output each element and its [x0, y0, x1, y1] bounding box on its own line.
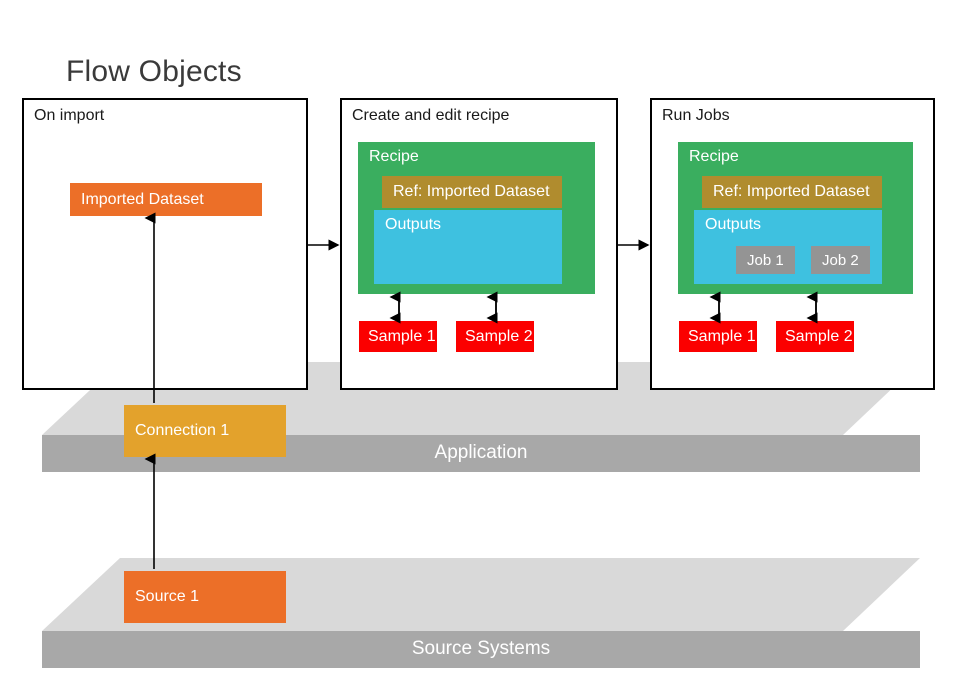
node-imported-dataset[interactable]: Imported Dataset [70, 183, 262, 216]
panel-title-on-import: On import [34, 107, 105, 124]
panel-run-jobs: Run Jobs Recipe Ref: Imported Dataset Ou… [650, 98, 935, 390]
outputs-label-p3: Outputs [705, 216, 762, 233]
node-recipe-p3[interactable]: Recipe Ref: Imported Dataset Outputs Job… [678, 142, 913, 294]
page-title: Flow Objects [66, 55, 242, 88]
node-connection-1[interactable]: Connection 1 [124, 405, 286, 457]
node-sample-2-p3[interactable]: Sample 2 [776, 321, 854, 352]
node-outputs-p3[interactable]: Outputs Job 1 Job 2 [694, 210, 882, 284]
recipe-label-p3: Recipe [689, 148, 739, 165]
node-job-1[interactable]: Job 1 [736, 246, 795, 274]
node-outputs-p2[interactable]: Outputs [374, 210, 562, 284]
platform-label-source-systems: Source Systems [411, 638, 551, 659]
node-sample-1-p3[interactable]: Sample 1 [679, 321, 757, 352]
platform-label-application: Application [434, 442, 528, 463]
panel-title-create-and-edit-recipe: Create and edit recipe [352, 107, 510, 124]
panel-title-run-jobs: Run Jobs [662, 107, 730, 124]
outputs-label-p2: Outputs [385, 216, 442, 233]
panel-create-and-edit-recipe: Create and edit recipe Recipe Ref: Impor… [340, 98, 618, 390]
node-recipe-p2[interactable]: Recipe Ref: Imported Dataset Outputs [358, 142, 595, 294]
node-ref-imported-dataset-p3[interactable]: Ref: Imported Dataset [702, 176, 882, 208]
node-sample-2-p2[interactable]: Sample 2 [456, 321, 534, 352]
node-source-1[interactable]: Source 1 [124, 571, 286, 623]
recipe-label-p2: Recipe [369, 148, 419, 165]
node-sample-1-p2[interactable]: Sample 1 [359, 321, 437, 352]
node-job-2[interactable]: Job 2 [811, 246, 870, 274]
node-ref-imported-dataset-p2[interactable]: Ref: Imported Dataset [382, 176, 562, 208]
panel-on-import: On import Imported Dataset [22, 98, 308, 390]
